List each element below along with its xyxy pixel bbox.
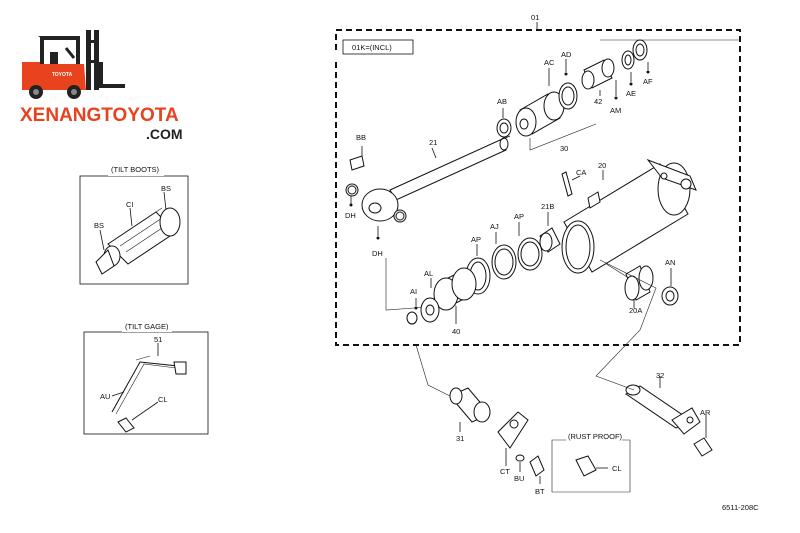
gland-seals: AB 30 AC AD 42 AM AE xyxy=(496,39,653,153)
callout-20a: 20A xyxy=(629,306,642,315)
bolt-bt: BT xyxy=(529,455,545,496)
rust-proof-title: (RUST PROOF) xyxy=(568,432,623,441)
callout-kit: 01K=(INCL) xyxy=(352,43,392,52)
callout-al: AL xyxy=(424,269,433,278)
snap-ring-dh: DH DH xyxy=(345,183,407,258)
callout-32: 32 xyxy=(656,371,664,380)
rod-pin-31: 31 xyxy=(415,344,491,443)
callout-an: AN xyxy=(665,258,675,267)
forklift-badge: TOYOTA xyxy=(52,72,73,78)
callout-ar: AR xyxy=(700,408,711,417)
brand-logo: TOYOTA XENANGTOYOTA .COM xyxy=(20,30,183,142)
callout-ab: AB xyxy=(497,97,507,106)
callout-dh-bottom: DH xyxy=(372,249,383,258)
callout-21b: 21B xyxy=(541,202,554,211)
logo-domain: .COM xyxy=(146,126,183,142)
callout-20: 20 xyxy=(598,161,606,170)
callout-ci: CI xyxy=(126,200,134,209)
lock-plate-ct: CT xyxy=(497,411,529,476)
piston-rod-21: 21 xyxy=(361,135,511,222)
callout-au: AU xyxy=(100,392,110,401)
grease-nipple-bb: BB xyxy=(349,133,366,171)
piston-seals: AP AJ AP AL 40 AI xyxy=(406,212,543,336)
callout-af: AF xyxy=(643,77,653,86)
logo-name: XENANGTOYOTA xyxy=(20,105,179,126)
bushing-an: AN xyxy=(661,258,679,306)
bolt-ar: AR xyxy=(693,408,713,457)
tilt-gage-title: (TILT GAGE) xyxy=(125,322,169,331)
tilt-boots-title: (TILT BOOTS) xyxy=(111,165,160,174)
callout-ap-right: AP xyxy=(514,212,524,221)
cotter-pin-ca: CA xyxy=(561,168,586,197)
callout-ad: AD xyxy=(561,50,572,59)
tilt-boots-inset: (TILT BOOTS) BS CI BS xyxy=(79,165,189,285)
forklift-icon: TOYOTA xyxy=(22,30,125,99)
callout-am: AM xyxy=(610,106,621,115)
callout-ai: AI xyxy=(410,287,417,296)
bushing-20a: 20A xyxy=(624,265,654,315)
callout-bt: BT xyxy=(535,487,545,496)
rust-proof-inset: (RUST PROOF) CL xyxy=(551,432,631,493)
callout-bb: BB xyxy=(356,133,366,142)
clevis-pin-32: 32 xyxy=(595,259,701,435)
washer-bu: BU xyxy=(514,454,525,483)
callout-bu: BU xyxy=(514,474,524,483)
callout-01: 01 xyxy=(531,13,539,22)
callout-cl-gage: CL xyxy=(158,395,168,404)
callout-42: 42 xyxy=(594,97,602,106)
drawing-number: 6511-208C xyxy=(722,503,759,512)
callout-30: 30 xyxy=(560,144,568,153)
callout-bs-top: BS xyxy=(161,184,171,193)
callout-51: 51 xyxy=(154,335,162,344)
tilt-gage-inset: (TILT GAGE) 51 AU CL xyxy=(83,322,209,435)
callout-cl-rust: CL xyxy=(612,464,622,473)
callout-ae: AE xyxy=(626,89,636,98)
callout-ac: AC xyxy=(544,58,555,67)
callout-40: 40 xyxy=(452,327,460,336)
callout-ct: CT xyxy=(500,467,510,476)
callout-ap-left: AP xyxy=(471,235,481,244)
cylinder-tube-20: 20 xyxy=(561,158,697,274)
callout-31: 31 xyxy=(456,434,464,443)
callout-dh-top: DH xyxy=(345,211,356,220)
callout-ca: CA xyxy=(576,168,586,177)
callout-aj: AJ xyxy=(490,222,499,231)
callout-21: 21 xyxy=(429,138,437,147)
callout-bs-left: BS xyxy=(94,221,104,230)
piston-nut-21b: 21B xyxy=(539,202,561,253)
